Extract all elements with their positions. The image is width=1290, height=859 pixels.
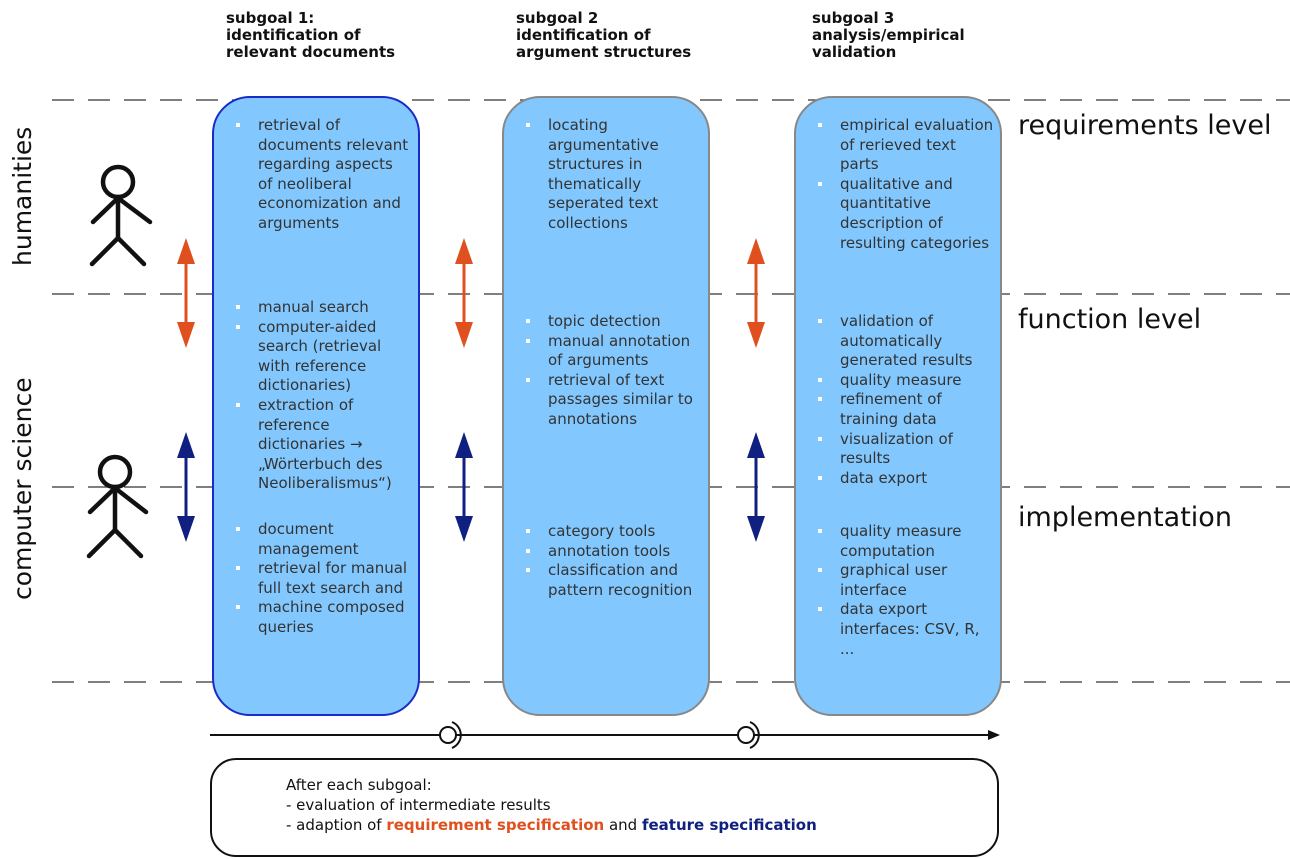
subgoal-3-title: subgoal 3 analysis/empirical validation — [812, 9, 965, 61]
summary-line-3: - adaption of requirement specification … — [286, 816, 817, 835]
list-item: empirical evaluation of rerieved text pa… — [818, 116, 994, 175]
list-item: data export interfaces: CSV, R, ... — [818, 600, 994, 659]
computer-science-person-icon — [86, 454, 149, 559]
timeline — [210, 721, 1000, 749]
subgoal-3-box: empirical evaluation of rerieved text pa… — [794, 96, 1002, 716]
implementation-level-label: implementation — [1018, 502, 1232, 533]
subgoal-2-box: locating argumentative structures in the… — [502, 96, 710, 716]
humanities-person-icon — [89, 164, 153, 267]
subgoal-3-functions-list: validation of automatically generated re… — [818, 312, 994, 489]
list-item: refinement of training data — [818, 390, 994, 429]
list-item: data export — [818, 469, 994, 489]
list-item: quality measure computation — [818, 522, 994, 561]
list-item: manual annotation of arguments — [526, 332, 702, 371]
list-item: classification and pattern recognition — [526, 561, 702, 600]
list-item: graphical user interface — [818, 561, 994, 600]
list-item: category tools — [526, 522, 702, 542]
milestone-icon — [737, 721, 760, 749]
list-item: manual search — [236, 298, 412, 318]
list-item: retrieval of documents relevant regardin… — [236, 116, 412, 234]
requirement-arrow-icon — [747, 238, 765, 348]
function-level-label: function level — [1018, 304, 1202, 335]
subgoal-1-title: subgoal 1: identification of relevant do… — [226, 9, 396, 61]
list-item: extraction of reference dictionaries → „… — [236, 396, 412, 494]
subgoal-1-implementation-list: document management retrieval for manual… — [236, 520, 412, 638]
list-item: document management — [236, 520, 412, 559]
feature-arrow-icon — [177, 432, 195, 542]
arrow-group — [177, 238, 765, 542]
summary-line-1: After each subgoal: — [286, 776, 432, 794]
humanities-label: humanities — [8, 126, 37, 266]
feature-arrow-icon — [455, 432, 473, 542]
list-item: machine composed queries — [236, 598, 412, 637]
subgoal-2-requirements-list: locating argumentative structures in the… — [526, 116, 702, 234]
subgoal-1-box: retrieval of documents relevant regardin… — [212, 96, 420, 716]
subgoal-3-requirements-list: empirical evaluation of rerieved text pa… — [818, 116, 994, 253]
feature-specification-text: feature specification — [641, 816, 817, 834]
subgoal-1-functions-list: manual search computer-aided search (ret… — [236, 298, 412, 494]
summary-line-3-middle: and — [604, 816, 642, 834]
summary-line-3-prefix: - adaption of — [286, 816, 387, 834]
feature-arrow-icon — [747, 432, 765, 542]
list-item: locating argumentative structures in the… — [526, 116, 702, 234]
list-item: visualization of results — [818, 430, 994, 469]
summary-line-2: - evaluation of intermediate results — [286, 796, 551, 814]
list-item: computer-aided search (retrieval with re… — [236, 318, 412, 396]
subgoal-2-title: subgoal 2 identification of argument str… — [516, 9, 692, 61]
requirements-level-label: requirements level — [1018, 110, 1272, 141]
list-item: retrieval for manual full text search an… — [236, 559, 412, 598]
subgoal-3-implementation-list: quality measure computation graphical us… — [818, 522, 994, 659]
list-item: qualitative and quantitative description… — [818, 175, 994, 253]
list-item: topic detection — [526, 312, 702, 332]
subgoal-2-functions-list: topic detection manual annotation of arg… — [526, 312, 702, 430]
subgoal-2-implementation-list: category tools annotation tools classifi… — [526, 522, 702, 600]
list-item: annotation tools — [526, 542, 702, 562]
list-item: quality measure — [818, 371, 994, 391]
computer-science-label: computer science — [8, 377, 37, 600]
summary-box — [210, 758, 999, 857]
milestone-icon — [439, 721, 462, 749]
requirement-specification-text: requirement specification — [386, 816, 605, 834]
requirement-arrow-icon — [177, 238, 195, 348]
list-item: retrieval of text passages similar to an… — [526, 371, 702, 430]
list-item: validation of automatically generated re… — [818, 312, 994, 371]
requirement-arrow-icon — [455, 238, 473, 348]
subgoal-1-requirements-list: retrieval of documents relevant regardin… — [236, 116, 412, 234]
